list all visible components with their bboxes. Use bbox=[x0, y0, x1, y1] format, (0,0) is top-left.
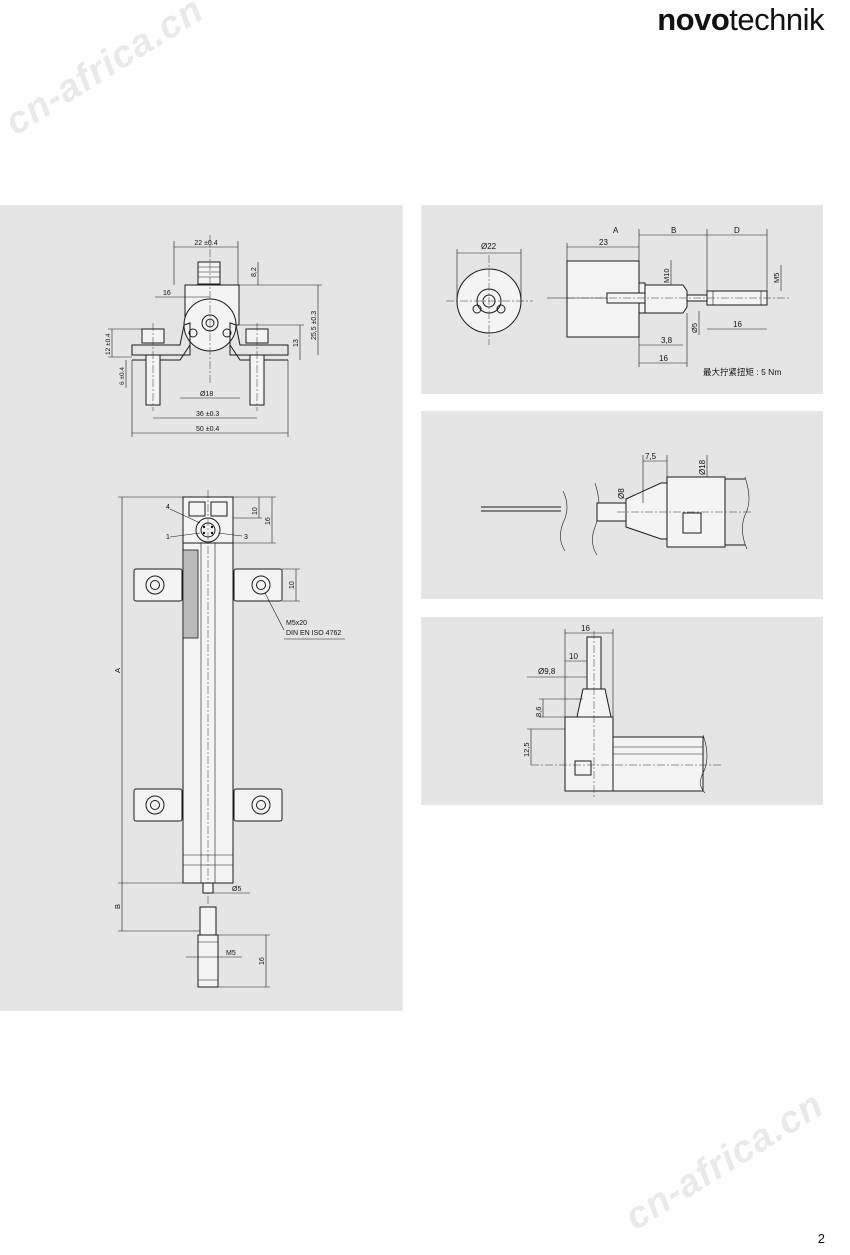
dim-B-label: B bbox=[113, 904, 122, 909]
clamp-upper-right bbox=[233, 568, 283, 602]
front-view: 22 ±0.4 8,2 16 25,5 ±0.3 13 12 ±0.4 6 ±0… bbox=[105, 235, 322, 437]
m10-label: M10 bbox=[662, 268, 671, 283]
pin-label-1: 1 bbox=[166, 534, 170, 541]
main-drawing-panel: 22 ±0.4 8,2 16 25,5 ±0.3 13 12 ±0.4 6 ±0… bbox=[0, 205, 403, 1011]
col-B-label: B bbox=[671, 226, 676, 235]
dia-8-cable: Ø8 bbox=[617, 488, 626, 499]
dia-5-shaft: Ø5 bbox=[232, 886, 241, 893]
shaft-upper bbox=[202, 882, 214, 894]
dim-6: 6 ±0.4 bbox=[119, 367, 126, 385]
shaft-detail-drawing: Ø22 23 A B D M10 M5 Ø5 16 3,8 16 最大拧紧扭矩 … bbox=[446, 226, 791, 377]
dia-22-label: Ø22 bbox=[481, 242, 497, 251]
watermark-bottom: cn-africa.cn bbox=[617, 1083, 832, 1239]
clamp-lower-left bbox=[133, 788, 183, 822]
m10-nut bbox=[644, 284, 688, 314]
pin-label-4: 4 bbox=[166, 504, 170, 511]
torque-note: 最大拧紧扭矩 : 5 Nm bbox=[703, 367, 781, 377]
connector-housing bbox=[564, 716, 614, 792]
logo-bold: novo bbox=[657, 2, 730, 37]
dim-7-5: 7,5 bbox=[645, 452, 657, 461]
shaft-detail-panel: Ø22 23 A B D M10 M5 Ø5 16 3,8 16 最大拧紧扭矩 … bbox=[421, 205, 823, 394]
cable-gland bbox=[625, 482, 668, 540]
connector-detail-panel: 16 10 Ø9,8 8,6 12,5 bbox=[421, 617, 823, 805]
connector-top bbox=[197, 261, 221, 285]
dim-12-5: 12,5 bbox=[522, 742, 531, 757]
clamp-upper-left bbox=[133, 568, 183, 602]
dia-18-cable: Ø18 bbox=[698, 459, 707, 475]
col-A-label: A bbox=[613, 226, 619, 235]
dia-18-front: Ø18 bbox=[200, 391, 213, 398]
dia-9-8: Ø9,8 bbox=[538, 667, 556, 676]
dim-height-top: 8,2 bbox=[251, 267, 258, 277]
sensor-body-segment bbox=[612, 736, 704, 792]
dim-23: 23 bbox=[599, 238, 608, 247]
dim-10-clamp: 10 bbox=[289, 581, 296, 589]
dim-16-thread-shaft: 16 bbox=[733, 320, 742, 329]
dim-16-nut: 16 bbox=[659, 354, 668, 363]
dia-5-label: Ø5 bbox=[690, 323, 699, 333]
pin-label-3: 3 bbox=[244, 534, 248, 541]
watermark-top: cn-africa.cn bbox=[0, 0, 212, 144]
dim-16-front: 16 bbox=[163, 290, 171, 297]
dim-50: 50 ±0.4 bbox=[196, 426, 219, 433]
page-number: 2 bbox=[817, 1231, 825, 1246]
dim-3-8: 3,8 bbox=[661, 336, 673, 345]
dim-12: 12 ±0.4 bbox=[105, 333, 112, 355]
screw-spec: M5x20 bbox=[286, 620, 307, 627]
main-drawing: 22 ±0.4 8,2 16 25,5 ±0.3 13 12 ±0.4 6 ±0… bbox=[105, 235, 345, 988]
cable-detail-drawing: 7,5 Ø18 Ø8 bbox=[481, 452, 751, 556]
dim-16-head: 16 bbox=[265, 517, 272, 525]
cable-detail-panel: 7,5 Ø18 Ø8 bbox=[421, 411, 823, 599]
m5-label: M5 bbox=[772, 273, 781, 283]
screw-standard: DIN EN ISO 4762 bbox=[286, 630, 341, 637]
dim-16-conn: 16 bbox=[581, 624, 590, 633]
dim-16-thread: 16 bbox=[259, 957, 266, 965]
dim-A-label: A bbox=[113, 668, 122, 673]
dim-36: 36 ±0.3 bbox=[196, 411, 219, 418]
dim-10-conn: 10 bbox=[569, 652, 578, 661]
dim-10-head: 10 bbox=[252, 507, 259, 515]
logo-light: technik bbox=[729, 2, 824, 37]
novotechnik-logo: novotechnik bbox=[657, 2, 824, 38]
dim-13: 13 bbox=[293, 339, 300, 347]
threaded-end bbox=[197, 934, 219, 988]
thread-m5-label: M5 bbox=[226, 950, 236, 957]
dim-width-top: 22 ±0.4 bbox=[194, 240, 217, 247]
shaft-rod bbox=[199, 906, 217, 936]
dim-8-6: 8,6 bbox=[534, 707, 543, 717]
clamp-lower-right bbox=[233, 788, 283, 822]
dim-25-5: 25,5 ±0.3 bbox=[311, 311, 318, 340]
col-D-label: D bbox=[734, 226, 740, 235]
top-view: 4 1 3 10 bbox=[113, 490, 345, 988]
connector-detail-drawing: 16 10 Ø9,8 8,6 12,5 bbox=[522, 624, 721, 797]
